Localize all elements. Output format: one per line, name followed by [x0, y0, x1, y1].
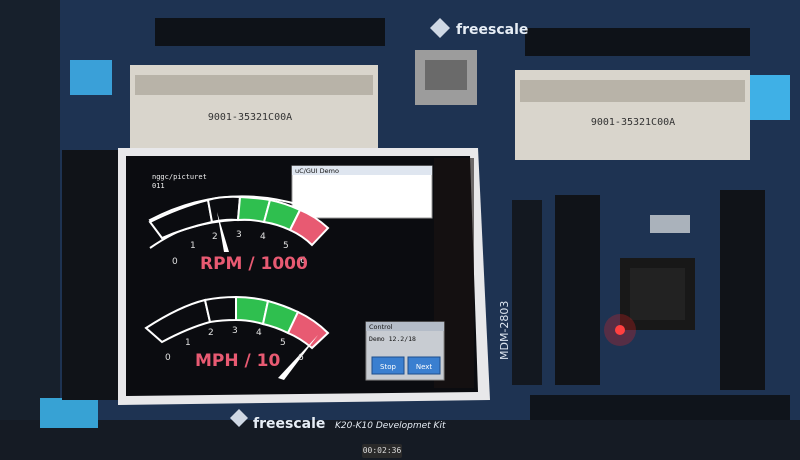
control-panel: Control Demo 12.2/18 Stop Next — [365, 321, 445, 381]
kit-label-group: freescale K20-K10 Developmet Kit — [230, 409, 446, 432]
gauge-rpm-tick: 3 — [236, 230, 242, 240]
stop-button-label: Stop — [380, 363, 396, 371]
red-led — [615, 325, 625, 335]
connector-right: 9001-35321C00A — [515, 70, 750, 160]
gauge-mph-tick: 3 — [232, 326, 238, 336]
lcd-top-left-value: 011 — [152, 182, 165, 190]
control-panel-subtitle: Demo 12.2/18 — [369, 335, 416, 343]
gauge-mph-label: MPH / 10 — [195, 351, 280, 371]
gauge-mph-tick: 4 — [256, 328, 262, 338]
pin-header-c — [512, 200, 542, 385]
crystal — [650, 215, 690, 233]
gauge-mph-needle — [278, 335, 318, 380]
board-id-label: MDM-2803 — [498, 301, 511, 360]
blue-block-left — [70, 60, 112, 95]
stop-button[interactable]: Stop — [371, 356, 405, 375]
gauge-rpm-needle — [217, 212, 229, 252]
gauge-rpm-tick: 4 — [260, 232, 266, 242]
gauge-rpm-tick: 5 — [283, 241, 289, 251]
gauge-rpm-tick: 0 — [172, 257, 178, 267]
gauge-mph-tick: 6 — [298, 353, 304, 363]
brand-logo-top: freescale — [430, 18, 528, 38]
control-panel-title: Control — [369, 323, 393, 331]
blue-block-bottom — [40, 398, 98, 428]
gauge-rpm-tick: 1 — [190, 241, 196, 251]
gauge-mph-tick: 0 — [165, 353, 171, 363]
connector-label-left: 9001-35321C00A — [208, 112, 292, 123]
header-strip-top-right — [525, 28, 750, 56]
side-header-left — [62, 150, 122, 400]
connector-left: 9001-35321C00A — [130, 65, 378, 150]
gauge-rpm-tick: 6 — [300, 256, 306, 266]
next-button-label: Next — [416, 363, 433, 371]
kit-label: K20-K10 Developmet Kit — [335, 421, 446, 431]
lcd-top-left-text: nggc/picturet — [152, 173, 207, 181]
brand-logo-bottom: freescale — [253, 416, 325, 432]
pin-header-b — [720, 190, 765, 390]
pin-header-a — [555, 195, 600, 385]
header-strip-top-left — [155, 18, 385, 46]
gauge-rpm-label: RPM / 1000 — [200, 254, 308, 274]
gauge-mph-tick: 5 — [280, 338, 286, 348]
gauge-mph-tick: 1 — [185, 338, 191, 348]
svg-text:freescale: freescale — [456, 22, 528, 38]
bottom-pin-row — [530, 395, 790, 420]
video-timestamp: 00:02:36 — [362, 444, 402, 458]
blue-block-right — [745, 75, 790, 120]
gauge-rpm: 0 1 2 3 4 5 6 RPM / 1000 — [148, 195, 330, 274]
info-window-title: uC/GUI Demo — [295, 167, 339, 175]
gauge-rpm-tick: 2 — [212, 232, 218, 242]
connector-label-right: 9001-35321C00A — [591, 117, 675, 128]
next-button[interactable]: Next — [407, 356, 441, 375]
gauge-mph-tick: 2 — [208, 328, 214, 338]
gauge-mph: 0 1 2 3 4 5 6 MPH / 10 — [144, 295, 330, 380]
